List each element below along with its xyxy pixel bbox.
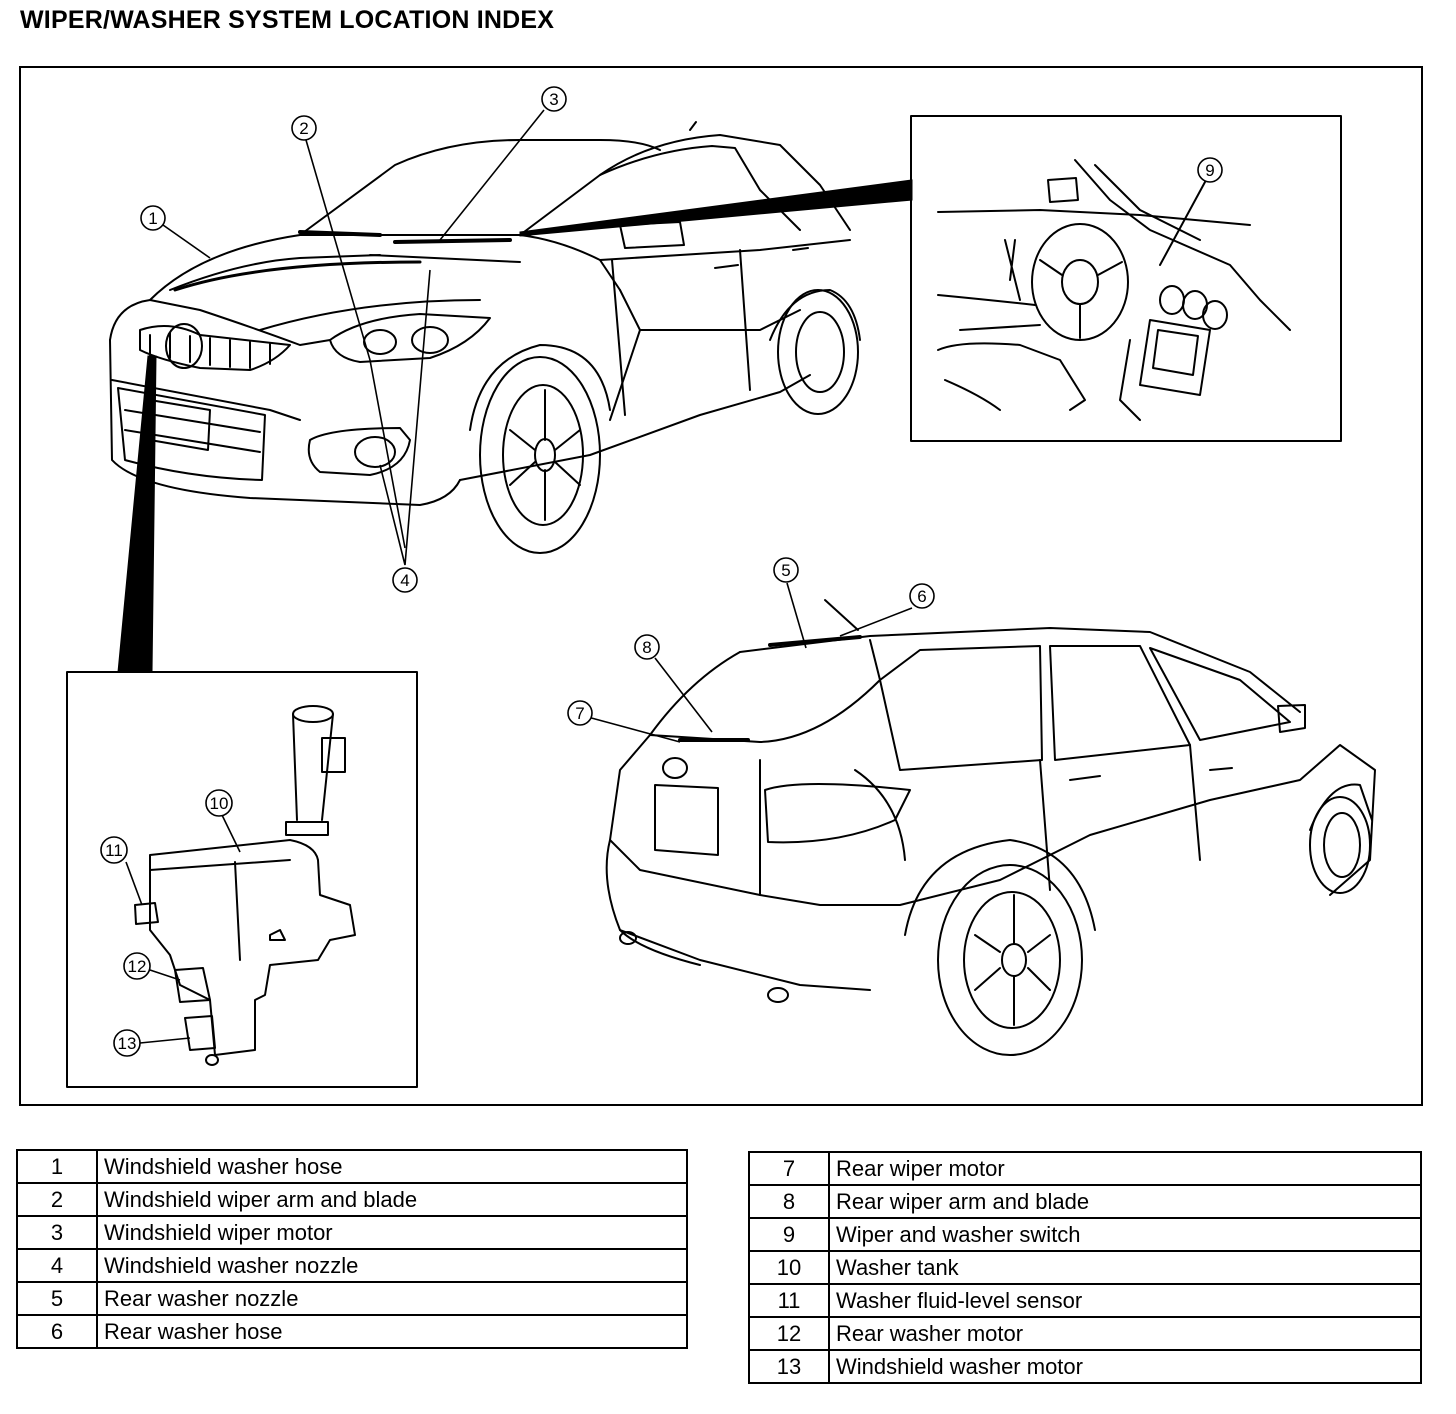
front-vehicle-illustration — [109, 121, 861, 554]
legend-number: 1 — [16, 1149, 98, 1184]
svg-text:7: 7 — [575, 704, 584, 723]
callout-6: 6 — [909, 583, 935, 609]
svg-text:8: 8 — [642, 638, 651, 657]
location-diagram: 1 2 3 4 5 6 7 8 9 10 11 12 13 — [19, 66, 1423, 1106]
svg-text:9: 9 — [1205, 161, 1214, 180]
svg-text:13: 13 — [118, 1034, 137, 1053]
page-title: WIPER/WASHER SYSTEM LOCATION INDEX — [20, 6, 555, 34]
svg-text:2: 2 — [299, 119, 308, 138]
callout-markers: 1 2 3 4 5 6 7 8 9 10 11 12 13 — [100, 86, 1223, 1057]
legend-description: Washer fluid-level sensor — [828, 1283, 1422, 1318]
legend-number: 5 — [16, 1281, 98, 1316]
interior-inset — [910, 115, 1342, 442]
legend-number: 8 — [748, 1184, 830, 1219]
svg-text:1: 1 — [148, 209, 157, 228]
legend-description: Rear washer nozzle — [96, 1281, 688, 1316]
callout-12: 12 — [123, 952, 151, 980]
legend-number: 10 — [748, 1250, 830, 1285]
svg-text:11: 11 — [105, 841, 123, 860]
rear-vehicle-illustration — [605, 599, 1376, 1056]
callout-9: 9 — [1197, 157, 1223, 183]
inset-connectors — [117, 179, 913, 673]
legend-description: Windshield wiper motor — [96, 1215, 688, 1250]
legend-number: 6 — [16, 1314, 98, 1349]
callout-2: 2 — [291, 115, 317, 141]
callout-13: 13 — [113, 1029, 141, 1057]
callout-leaders — [125, 109, 913, 1044]
callout-11: 11 — [100, 836, 128, 864]
legend-description: Windshield washer nozzle — [96, 1248, 688, 1283]
legend-description: Washer tank — [828, 1250, 1422, 1285]
callout-3: 3 — [541, 86, 567, 112]
legend-number: 4 — [16, 1248, 98, 1283]
callout-8: 8 — [634, 634, 660, 660]
legend-number: 2 — [16, 1182, 98, 1217]
callout-10: 10 — [205, 789, 233, 817]
svg-text:5: 5 — [781, 561, 790, 580]
svg-text:12: 12 — [128, 957, 147, 976]
diagram-frame — [19, 66, 1423, 1106]
callout-1: 1 — [140, 205, 166, 231]
legend-description: Windshield washer hose — [96, 1149, 688, 1184]
legend-number: 11 — [748, 1283, 830, 1318]
legend-number: 12 — [748, 1316, 830, 1351]
legend-number: 3 — [16, 1215, 98, 1250]
legend-description: Rear wiper motor — [828, 1151, 1422, 1186]
svg-text:6: 6 — [917, 587, 926, 606]
legend-description: Rear wiper arm and blade — [828, 1184, 1422, 1219]
callout-4: 4 — [392, 567, 418, 593]
washer-tank-inset — [66, 671, 418, 1088]
legend-number: 13 — [748, 1349, 830, 1384]
legend-number: 9 — [748, 1217, 830, 1252]
callout-7: 7 — [567, 700, 593, 726]
legend-description: Rear washer hose — [96, 1314, 688, 1349]
legend-description: Windshield washer motor — [828, 1349, 1422, 1384]
callout-5: 5 — [773, 557, 799, 583]
legend-number: 7 — [748, 1151, 830, 1186]
svg-text:3: 3 — [549, 90, 558, 109]
svg-text:4: 4 — [400, 571, 409, 590]
legend-description: Wiper and washer switch — [828, 1217, 1422, 1252]
legend-description: Windshield wiper arm and blade — [96, 1182, 688, 1217]
svg-text:10: 10 — [210, 794, 229, 813]
legend-description: Rear washer motor — [828, 1316, 1422, 1351]
